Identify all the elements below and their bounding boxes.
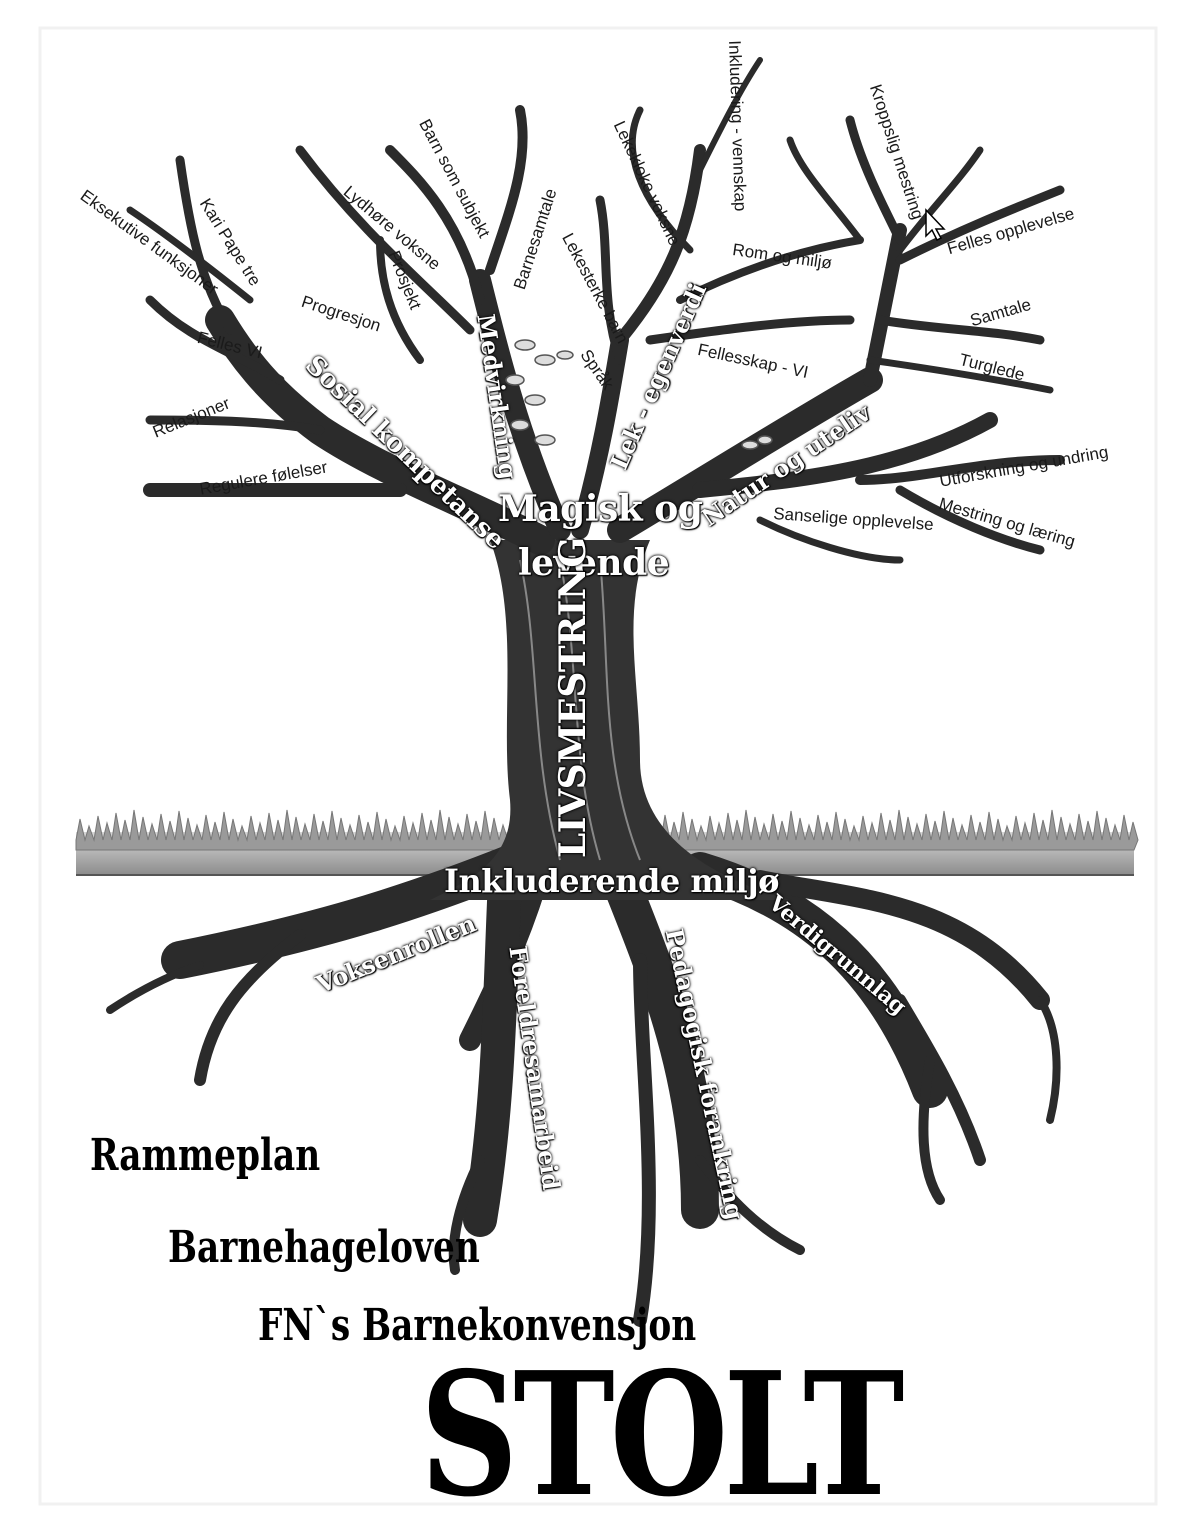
foundation-label: Barnehageloven: [168, 1222, 480, 1273]
page-title: STOLT: [420, 1350, 900, 1520]
trunk-label: LIVSMESTRING: [552, 537, 594, 858]
root-label: Inkluderende miljø: [444, 862, 779, 900]
limb-label: Magisk og: [498, 488, 702, 530]
foundation-label: Rammeplan: [90, 1130, 320, 1181]
